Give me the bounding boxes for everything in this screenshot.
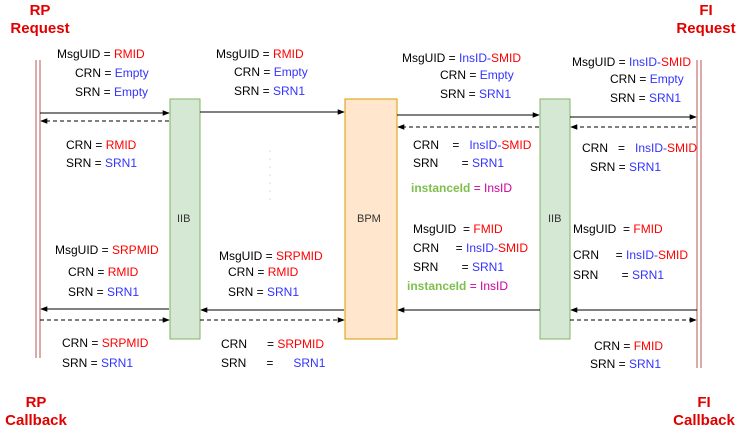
label-crn-rmid-resp: CRN = RMID [66,138,137,152]
label-crn-srpmid-ack-2: CRN = SRPMID [221,337,325,351]
label-srn-srn1-resp: SRN = SRN1 [66,156,138,170]
label-crn-empty-2: CRN = Empty [234,65,308,79]
label-srn-empty-1: SRN = Empty [75,85,149,99]
label-instanceid-1: instanceId = InsID [411,181,513,195]
label-srn-srn1-cb-fi: SRN = SRN1 [573,268,665,282]
bpm-box[interactable] [344,98,398,340]
iib-right-label: IIB [548,213,562,225]
label-crn-insid-smid-resp-bpm: CRN = InsID-SMID [413,138,532,152]
label-msguid-srpmid-1: MsgUID = SRPMID [55,243,159,257]
label-crn-srpmid-ack-1: CRN = SRPMID [62,336,149,350]
label-crn-insid-smid-resp-fi: CRN = InsID-SMID [582,141,698,155]
label-srn-srn1-cb-bpm: SRN = SRN1 [413,260,505,274]
label-srn-srn1-ack-2: SRN = SRN1 [221,356,326,370]
iib-right-box[interactable] [539,98,571,340]
label-instanceid-2: instanceId = InsID [407,279,509,293]
label-srn-srn1-resp-fi: SRN = SRN1 [590,160,662,174]
rp-lifeline [35,60,41,358]
iib-left-label: IIB [177,213,191,225]
label-crn-rmid-cb-1: CRN = RMID [68,265,139,279]
callback-arrows [40,306,697,323]
label-srn-srn1-ack-1: SRN = SRN1 [62,356,134,370]
fi-lifeline [696,60,702,368]
label-srn-srn1-resp-bpm: SRN = SRN1 [413,156,505,170]
label-msguid-rmid-1: MsgUID = RMID [57,47,145,61]
label-crn-empty-4: CRN = Empty [610,72,684,86]
label-msguid-insid-smid-4: MsgUID = InsID-SMID [572,55,692,69]
request-arrows [40,109,697,130]
label-srn-srn1-4: SRN = SRN1 [610,91,682,105]
label-crn-empty-1: CRN = Empty [75,66,149,80]
label-srn-srn1-ack-fi: SRN = SRN1 [590,357,662,371]
label-msguid-rmid-2: MsgUID = RMID [216,47,304,61]
label-srn-srn1-cb-1: SRN = SRN1 [68,285,140,299]
bpm-label: BPM [357,213,381,225]
iib-left-box[interactable] [169,98,201,340]
label-crn-empty-3: CRN = Empty [440,68,514,82]
label-srn-srn1-2: SRN = SRN1 [234,84,306,98]
label-msguid-insid-smid-3: MsgUID = InsID-SMID [402,51,522,65]
label-srn-srn1-cb-2: SRN = SRN1 [228,285,300,299]
label-crn-fmid-ack: CRN = FMID [594,339,664,353]
label-crn-rmid-cb-2: CRN = RMID [228,265,299,279]
label-msguid-srpmid-2: MsgUID = SRPMID [219,249,323,263]
label-crn-insid-smid-cb-bpm: CRN = InsID-SMID [413,241,529,255]
label-msguid-fmid-bpm: MsgUID = FMID [413,222,503,236]
label-srn-srn1-3: SRN = SRN1 [440,87,512,101]
label-msguid-fmid-fi: MsgUID = FMID [573,222,663,236]
label-crn-insid-smid-cb-fi: CRN = InsID-SMID [573,248,689,262]
